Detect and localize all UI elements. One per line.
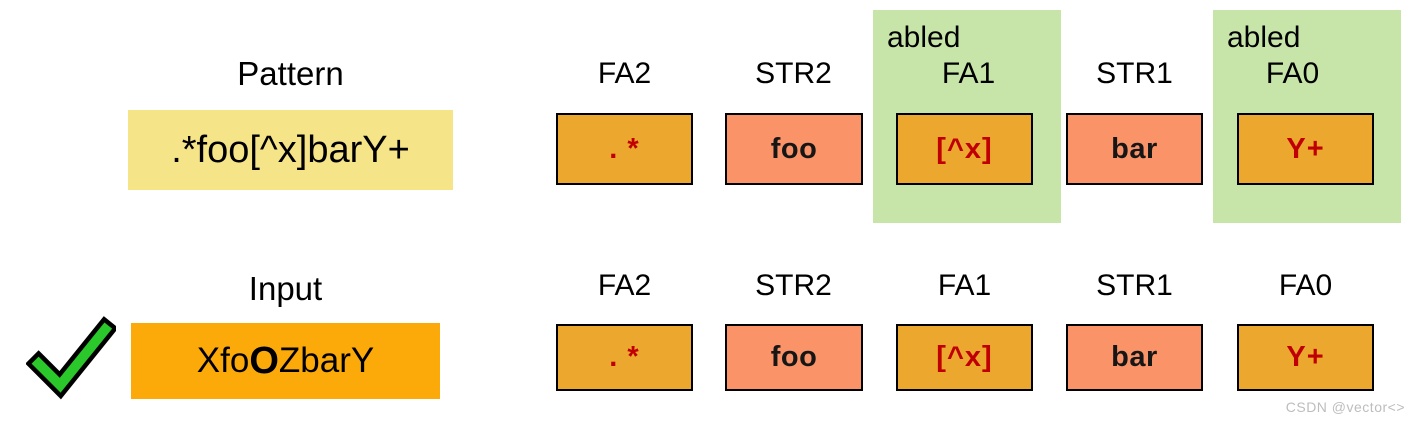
bottom-col-label-str1: STR1 [1096, 269, 1173, 302]
bottom-col-label-fa0: FA0 [1278, 269, 1333, 302]
input-value-emphasized-char: O [249, 339, 279, 382]
pattern-title: Pattern [237, 55, 344, 92]
pattern-value-box: .*foo[^x]barY+ [128, 110, 453, 190]
top-col-label-fa1: FA1 [941, 57, 996, 90]
top-box-fa1: [^x] [896, 113, 1033, 185]
top-box-str1: bar [1066, 113, 1203, 185]
bottom-col-label-fa2: FA2 [597, 269, 652, 302]
bottom-box-str1: bar [1066, 324, 1203, 391]
top-box-str2: foo [725, 113, 863, 185]
bottom-box-fa1: [^x] [896, 324, 1033, 391]
bottom-box-fa0: Y+ [1237, 324, 1374, 391]
top-box-fa2: . * [556, 113, 693, 185]
top-col-label-fa2: FA2 [597, 57, 652, 90]
bottom-col-label-fa1: FA1 [937, 269, 992, 302]
bottom-col-label-str2: STR2 [755, 269, 832, 302]
top-box-fa0: Y+ [1237, 113, 1374, 185]
top-col-label-str2: STR2 [755, 57, 832, 90]
top-col-label-fa0: FA0 [1265, 57, 1320, 90]
match-success-check-icon [25, 316, 119, 404]
enabled-label-fa0: abled [1227, 21, 1301, 54]
input-value-post: ZbarY [278, 341, 375, 380]
top-col-label-str1: STR1 [1096, 57, 1173, 90]
bottom-box-fa2: . * [556, 324, 693, 391]
input-value-pre: Xfo [196, 341, 250, 380]
input-title: Input [248, 270, 323, 307]
csdn-watermark: CSDN @vector<> [1285, 399, 1405, 415]
bottom-box-str2: foo [725, 324, 863, 391]
enabled-label-fa1: abled [887, 21, 961, 54]
